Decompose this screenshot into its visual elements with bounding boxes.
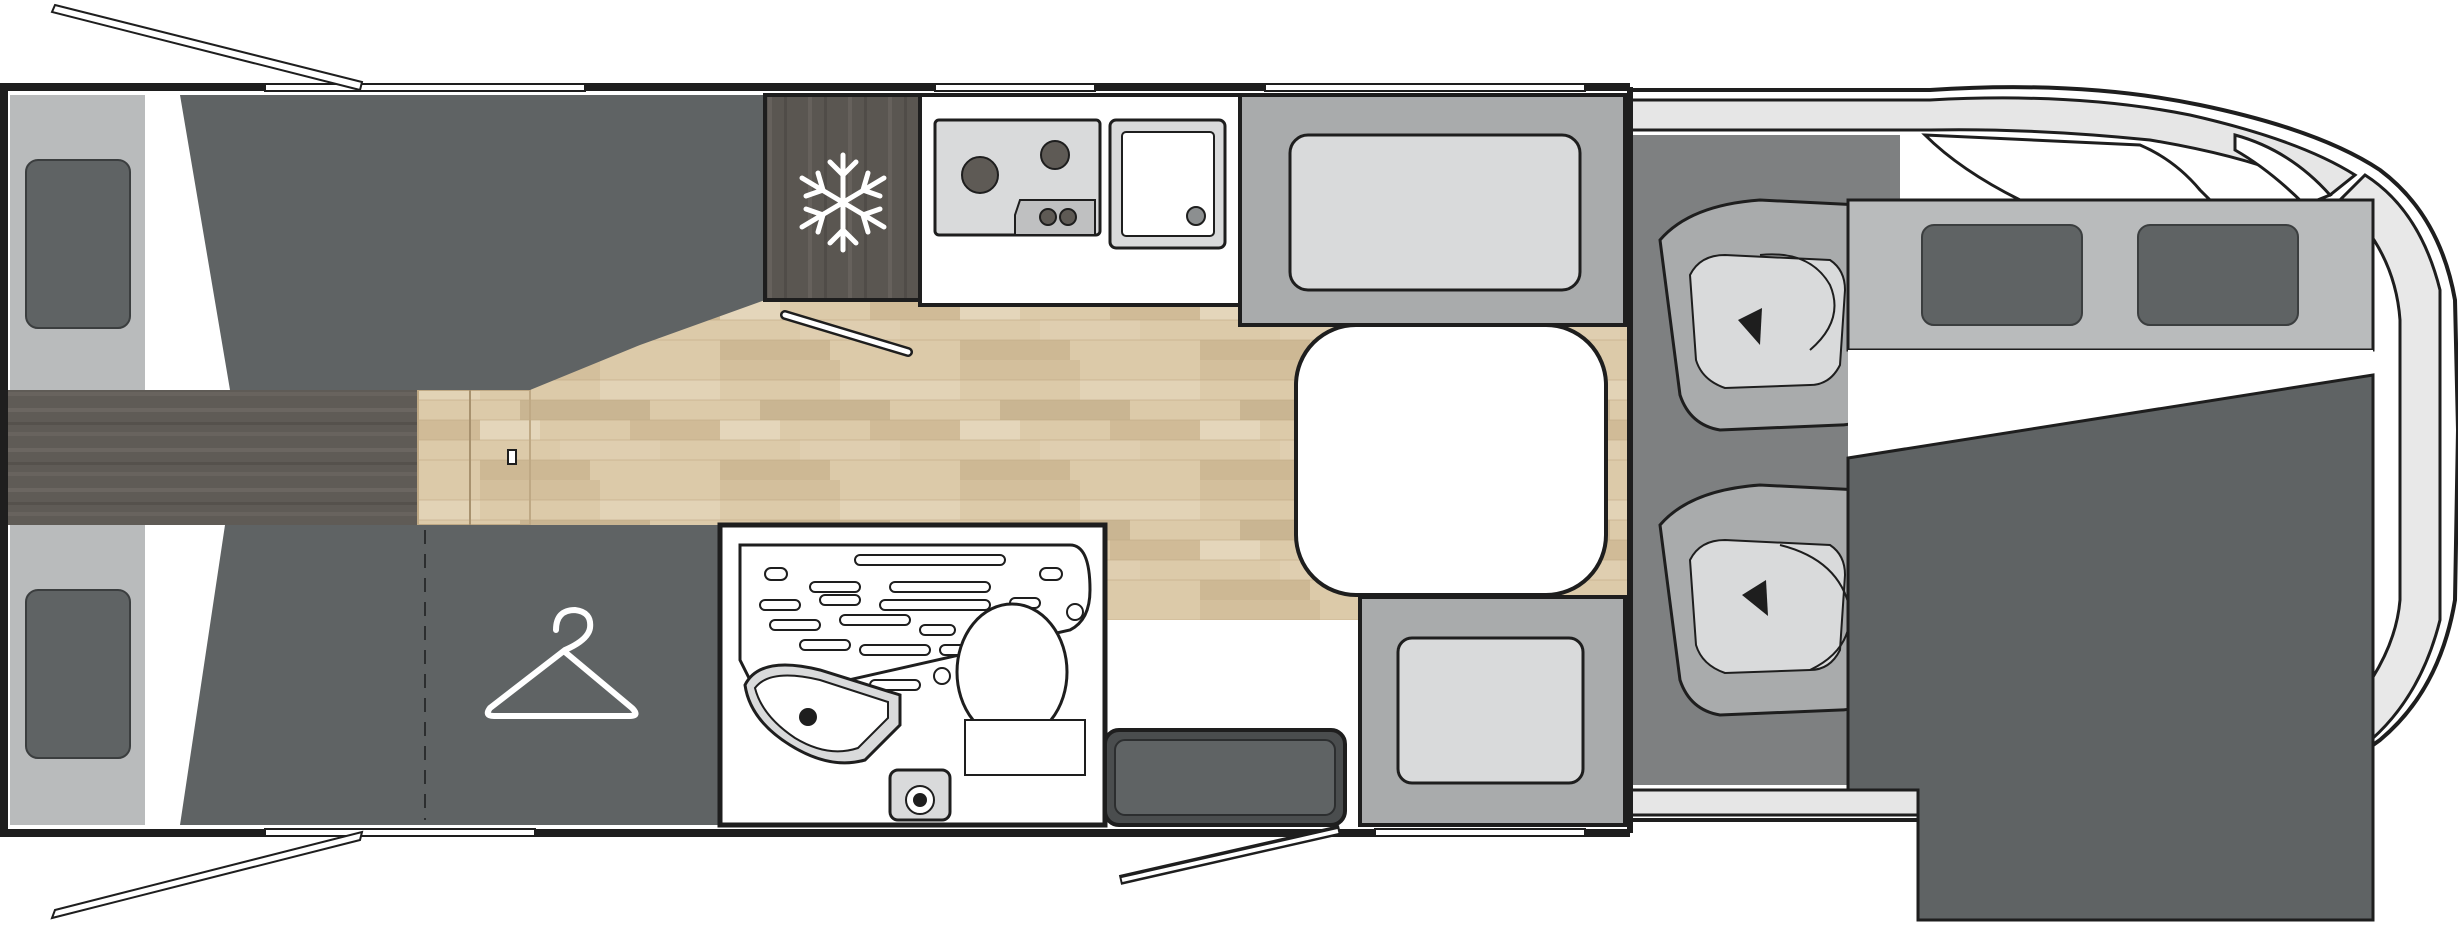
burner xyxy=(1039,208,1057,226)
pillow xyxy=(2137,224,2299,326)
clothes-hanger-icon xyxy=(484,607,639,719)
rear-door-top[interactable] xyxy=(50,3,364,92)
rear-door-bottom[interactable] xyxy=(50,830,364,920)
swivel-arrow-icon xyxy=(1738,308,1762,345)
drop-down-bed xyxy=(1846,198,2375,922)
sink-drain xyxy=(1186,206,1206,226)
snowflake-icon xyxy=(799,152,887,253)
dining-table xyxy=(1294,323,1608,597)
fridge xyxy=(763,93,922,302)
bathroom xyxy=(717,522,1108,828)
passenger-seat xyxy=(1658,483,1887,717)
pillow xyxy=(25,589,131,759)
entry-step xyxy=(1103,728,1347,827)
swivel-arrow-icon xyxy=(1742,580,1768,616)
shower-drain xyxy=(799,708,817,726)
pillow xyxy=(25,159,131,329)
rear-bed-left xyxy=(10,95,765,390)
burner xyxy=(1040,140,1070,170)
burner xyxy=(1059,208,1077,226)
light-switch-icon[interactable] xyxy=(507,449,517,465)
entrance-door[interactable] xyxy=(1118,825,1342,885)
pillow xyxy=(1921,224,2083,326)
kitchen-counter xyxy=(918,93,1242,307)
dinette-bench-front xyxy=(1238,93,1627,327)
driver-seat xyxy=(1658,198,1887,432)
dinette-bench-rear xyxy=(1358,595,1627,827)
windows xyxy=(264,83,1586,837)
burner xyxy=(961,156,999,194)
hallway-floor xyxy=(0,390,425,525)
rear-bed-right xyxy=(10,525,720,825)
swivel-arrow-icon xyxy=(1759,253,1836,351)
